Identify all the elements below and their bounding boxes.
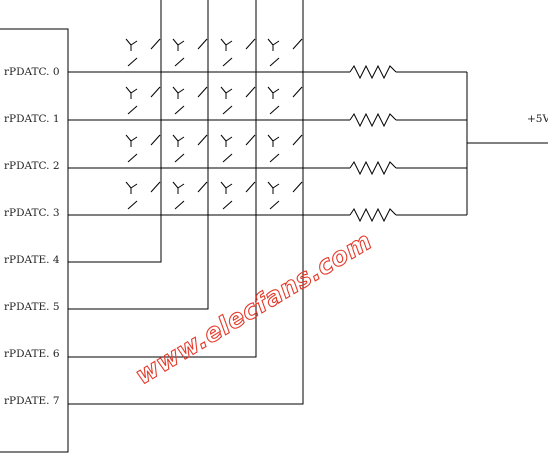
key-switch-r0-c1 (172, 38, 208, 67)
key-switch-r1-c2 (220, 86, 256, 115)
key-switch-r0-c3 (267, 38, 303, 67)
key-switch-matrix (125, 38, 303, 210)
resistor-0 (349, 64, 397, 80)
key-switch-r2-c1 (172, 134, 208, 163)
resistor-3 (349, 207, 397, 223)
key-switch-r3-c2 (220, 181, 256, 210)
supply-label: +5V (527, 113, 548, 125)
key-switch-r1-c3 (267, 86, 303, 115)
pullup-resistors (349, 64, 397, 223)
key-switch-r0-c2 (220, 38, 256, 67)
pin-label-rpdate-4: rPDATE. 4 (4, 254, 60, 266)
watermark-text: www.elecfans.com (130, 226, 377, 390)
column-wire-5 (68, 0, 209, 310)
pin-label-rpdatc-3: rPDATC. 3 (4, 207, 60, 219)
key-switch-r1-c0 (125, 86, 161, 115)
pin-label-rpdatc-0: rPDATC. 0 (4, 66, 60, 78)
key-switch-r2-c2 (220, 134, 256, 163)
column-wire-7 (68, 0, 304, 405)
resistor-2 (349, 160, 397, 176)
key-switch-r1-c1 (172, 86, 208, 115)
resistor-1 (349, 112, 397, 128)
key-switch-r2-c0 (125, 134, 161, 163)
pin-label-rpdatc-1: rPDATC. 1 (4, 113, 60, 125)
resistor-output-wires (396, 71, 548, 216)
pin-label-rpdate-6: rPDATE. 6 (4, 348, 60, 360)
key-switch-r0-c0 (125, 38, 161, 67)
column-wires (68, 0, 304, 405)
column-wire-4 (68, 0, 162, 263)
row-wires (68, 71, 350, 216)
pin-label-rpdatc-2: rPDATC. 2 (4, 160, 60, 172)
pin-label-rpdate-7: rPDATE. 7 (4, 395, 60, 407)
key-switch-r3-c3 (267, 181, 303, 210)
chip-body (0, 28, 69, 453)
column-wire-6 (68, 0, 257, 358)
key-switch-r2-c3 (267, 134, 303, 163)
pin-label-rpdate-5: rPDATE. 5 (4, 301, 60, 313)
key-switch-r3-c0 (125, 181, 161, 210)
key-switch-r3-c1 (172, 181, 208, 210)
